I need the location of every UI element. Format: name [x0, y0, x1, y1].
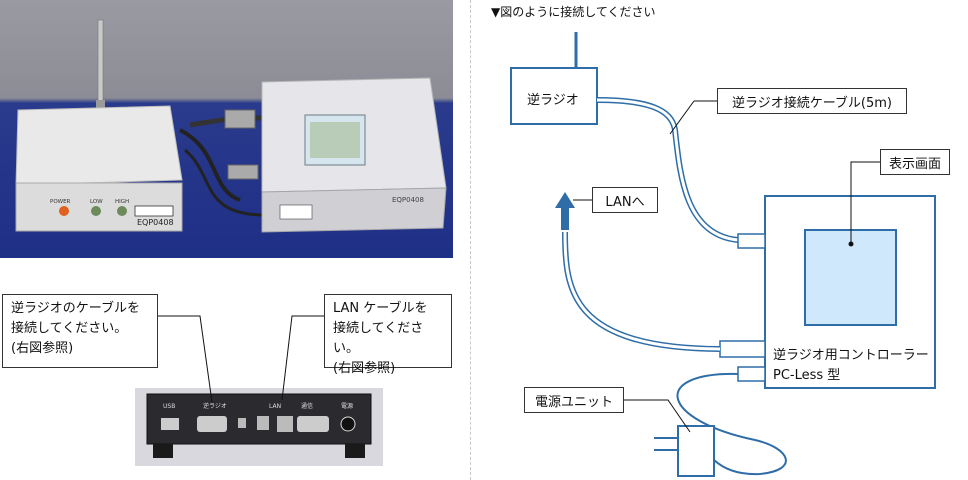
comm-port-label: 通信: [301, 402, 313, 410]
radio-callout-line-2: 接続してください。: [11, 321, 128, 336]
lan-port-label: LAN: [269, 403, 281, 410]
controller-model-label: EQP0408: [392, 196, 424, 204]
controller-label-line-1: 逆ラジオ用コントローラー: [773, 348, 929, 363]
display-screen-label: 表示画面: [880, 149, 950, 175]
lan-callout-line-3: (右図参照): [333, 361, 396, 376]
radio-cable-label: 逆ラジオ接続ケーブル(5m): [717, 88, 907, 114]
usb-port-label: USB: [163, 403, 175, 410]
radio-cable-callout: 逆ラジオのケーブルを 接続してください。 (右図参照): [2, 294, 158, 368]
controller-back-photo: USB 逆ラジオ LAN 通信 電源: [135, 388, 383, 466]
lan-callout-line-2: 接続してください。: [333, 321, 424, 356]
lan-label: LANへ: [592, 187, 658, 213]
power-led-label: POWER: [50, 199, 71, 205]
low-led-label: LOW: [90, 199, 103, 205]
radio-callout-line-3: (右図参照): [11, 341, 74, 356]
radio-callout-line-1: 逆ラジオのケーブルを: [11, 301, 140, 316]
lan-callout-line-1: LAN ケーブルを: [333, 301, 428, 316]
device-photo-drawing: POWER LOW HIGH EQP0408 EQP0408: [15, 19, 447, 233]
controller-back-drawing: USB 逆ラジオ LAN 通信 電源: [146, 393, 372, 458]
power-unit-label: 電源ユニット: [524, 387, 624, 413]
radio-port-label: 逆ラジオ: [203, 402, 227, 410]
device-photo: POWER LOW HIGH EQP0408 EQP0408: [0, 0, 453, 258]
high-led-label: HIGH: [115, 199, 129, 205]
controller-label-line-2: PC-Less 型: [773, 368, 841, 383]
section-divider: [470, 0, 471, 480]
small-unit-model-label: EQP0408: [137, 218, 174, 227]
lan-cable-callout: LAN ケーブルを 接続してください。 (右図参照): [324, 294, 452, 376]
power-port-label: 電源: [341, 402, 353, 410]
radio-label: 逆ラジオ: [527, 93, 579, 108]
diagram-header: ▼図のように接続してください: [491, 5, 656, 19]
